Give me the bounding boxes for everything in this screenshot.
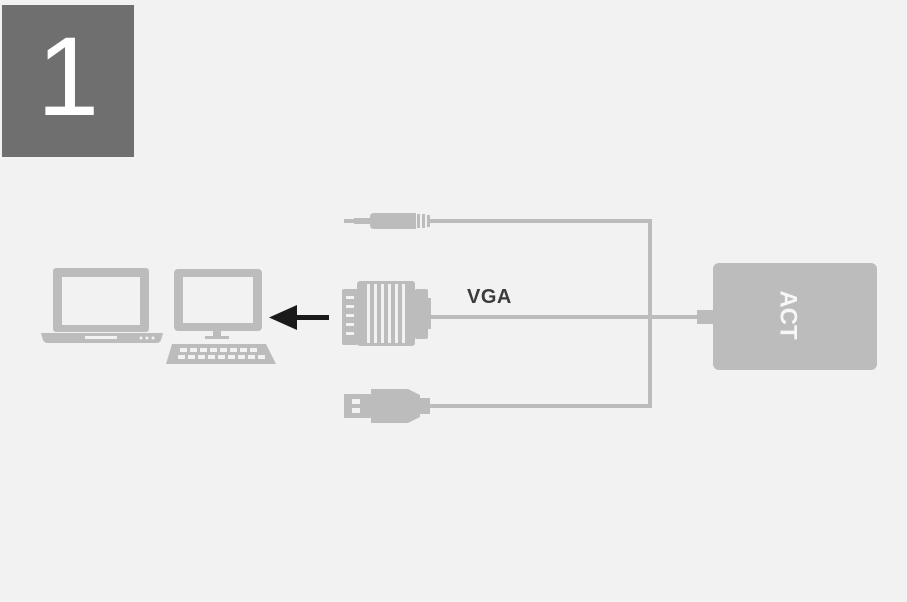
adapter-box-icon: ACT xyxy=(697,263,877,370)
step-number-box: 1 xyxy=(2,5,134,157)
keyboard-icon xyxy=(166,344,276,364)
desktop-monitor-icon xyxy=(174,269,262,339)
brand-logo: ACT xyxy=(775,290,802,340)
usb-connector-icon xyxy=(344,389,430,423)
vga-connector-icon xyxy=(342,281,431,346)
laptop-icon xyxy=(41,268,163,343)
left-arrow-icon xyxy=(269,305,329,330)
audio-jack-connector-icon xyxy=(344,213,430,229)
vga-label: VGA xyxy=(467,286,512,308)
step-number: 1 xyxy=(36,14,100,139)
cable-lines xyxy=(430,219,702,408)
